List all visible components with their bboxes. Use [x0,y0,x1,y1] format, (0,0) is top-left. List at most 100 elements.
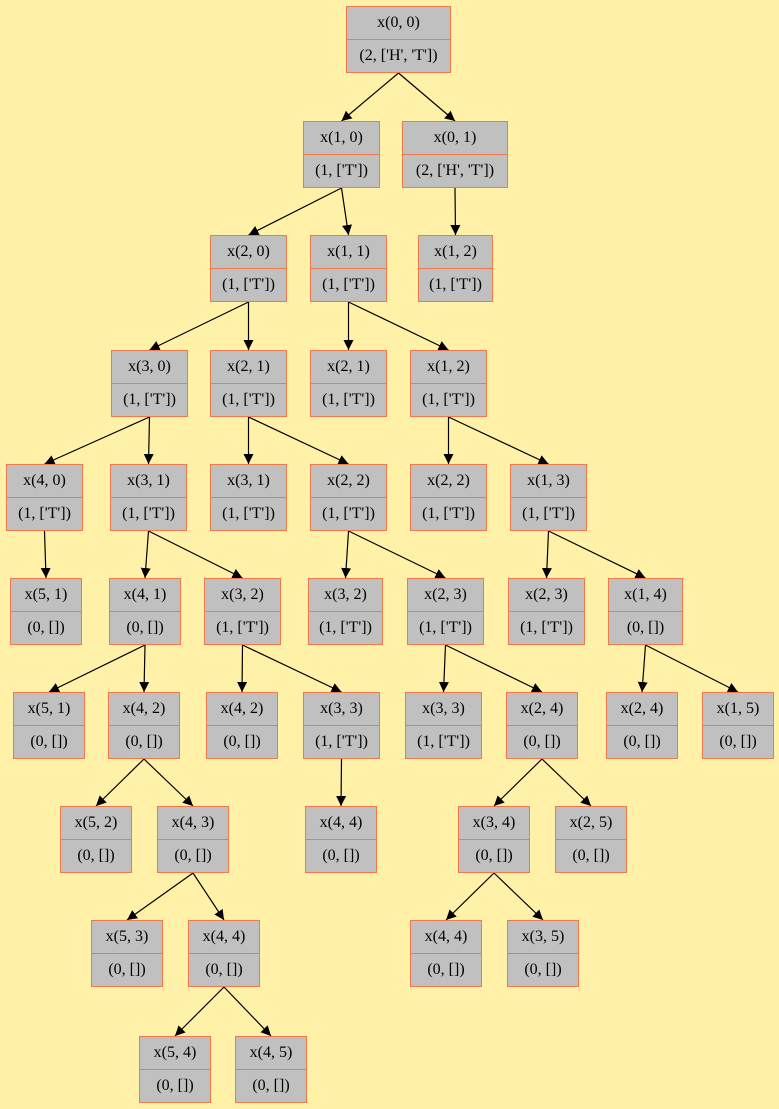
tree-node: x(4, 4) (0, []) [305,806,377,873]
node-value: (1, ['T']) [422,391,475,408]
tree-node: x(3, 2)(1, ['T']) [308,578,383,645]
node-label: x(2, 2) [311,465,386,498]
node-label: x(1, 4) [609,579,682,612]
edge-arrow [223,986,272,1037]
edge-arrow [148,530,243,579]
node-value: (0, []) [223,733,261,750]
edge-arrow [44,416,150,465]
edge-arrow [237,644,248,693]
edge-arrow [438,644,449,693]
edge-arrow [645,644,739,693]
node-label: x(0, 1) [403,122,507,155]
node-value: (0, []) [108,961,146,978]
edge-arrow [248,416,349,465]
node-value: (1, ['T']) [319,619,372,636]
node-value: (1, ['T']) [18,505,71,522]
node-label: x(4, 4) [306,807,376,840]
edge-arrow [348,530,446,579]
node-value: (0, []) [623,733,661,750]
tree-node: x(1, 4)(0, []) [608,578,683,645]
tree-node: x(1, 3)(1, ['T']) [510,464,587,531]
node-label: x(2, 1) [311,351,386,384]
edge-arrow [143,758,194,807]
tree-node: x(0, 1) (2, ['H', 'T']) [402,121,508,188]
node-label: x(2, 2) [411,465,486,498]
tree-node: x(4, 3)(0, []) [157,806,229,873]
node-value: (0, []) [126,619,164,636]
edge-arrow [341,72,399,122]
node-label: x(1, 1) [311,236,386,269]
node-value: (0, []) [30,733,68,750]
node-label: x(5, 1) [14,693,84,726]
edge-arrow [140,530,151,579]
edge-arrow [541,758,592,807]
node-value: (1, ['T']) [222,276,275,293]
node-value: (0, []) [174,847,212,864]
node-label: x(0, 0) [347,7,450,40]
edge-arrow [139,644,150,693]
tree-node: x(2, 0) (1, ['T']) [210,235,287,302]
node-value: (1, ['T']) [216,619,269,636]
tree-node: x(3, 4)(0, []) [458,806,530,873]
tree-node: x(2, 4)(0, []) [606,692,678,759]
edge-arrow [248,187,342,236]
node-label: x(1, 2) [411,351,486,384]
node-value: (1, ['T']) [315,733,368,750]
node-label: x(2, 3) [509,579,584,612]
node-value: (1, ['T']) [315,162,368,179]
node-value: (1, ['T']) [422,505,475,522]
tree-node: x(4, 2)(0, []) [108,692,180,759]
node-value: (1, ['T']) [222,505,275,522]
edge-arrow [336,758,347,807]
tree-node: x(1, 1) (1, ['T']) [310,235,387,302]
node-value: (0, []) [475,847,513,864]
tree-node: x(0, 0)(2, ['H', 'T']) [346,6,451,73]
tree-node: x(4, 0) (1, ['T']) [6,464,83,531]
node-value: (1, ['T']) [122,505,175,522]
tree-node: x(3, 3)(1, ['T']) [405,692,482,759]
tree-node: x(5, 1)(0, []) [10,578,82,645]
node-value: (0, []) [252,1077,290,1094]
node-value: (1, ['T']) [222,391,275,408]
node-value: (0, []) [77,847,115,864]
node-label: x(2, 0) [211,236,286,269]
node-label: x(3, 1) [111,465,186,498]
node-value: (1, ['T']) [322,276,375,293]
node-label: x(4, 4) [189,921,259,954]
node-value: (0, []) [719,733,757,750]
edge-arrow [348,301,449,351]
edge-arrow [340,187,352,236]
node-label: x(4, 1) [110,579,180,612]
tree-node: x(4, 4)(0, []) [410,920,482,987]
tree-node: x(3, 0) (1, ['T']) [111,350,188,417]
node-value: (2, ['H', 'T']) [415,162,495,179]
tree-node: x(4, 2)(0, []) [206,692,278,759]
node-value: (0, []) [524,961,562,978]
node-label: x(3, 0) [112,351,187,384]
tree-node: x(3, 1) (1, ['T']) [110,464,187,531]
tree-node: x(2, 5)(0, []) [555,806,627,873]
tree-node: x(2, 2) (1, ['T']) [410,464,487,531]
node-label: x(2, 1) [211,351,286,384]
node-value: (1, ['T']) [123,391,176,408]
tree-node: x(2, 1)(1, ['T']) [310,350,387,417]
edge-arrow [149,301,249,351]
node-label: x(2, 5) [556,807,626,840]
node-label: x(3, 2) [205,579,280,612]
edge-arrow [548,530,646,579]
tree-node: x(1, 2) (1, ['T']) [410,350,487,417]
node-label: x(3, 1) [211,465,286,498]
edge-arrow [95,758,145,807]
tree-node: x(2, 2)(1, ['T']) [310,464,387,531]
tree-node: x(4, 1) (0, []) [109,578,181,645]
edge-arrow [40,530,51,579]
node-value: (0, []) [322,847,360,864]
edge-arrow [493,758,543,807]
edge-arrow [541,530,552,579]
tree-node: x(3, 1) (1, ['T']) [210,464,287,531]
node-label: x(4, 0) [7,465,82,498]
node-value: (1, ['T']) [417,733,470,750]
tree-node: x(1, 5)(0, []) [702,692,774,759]
edge-arrow [192,872,225,921]
node-label: x(5, 1) [11,579,81,612]
